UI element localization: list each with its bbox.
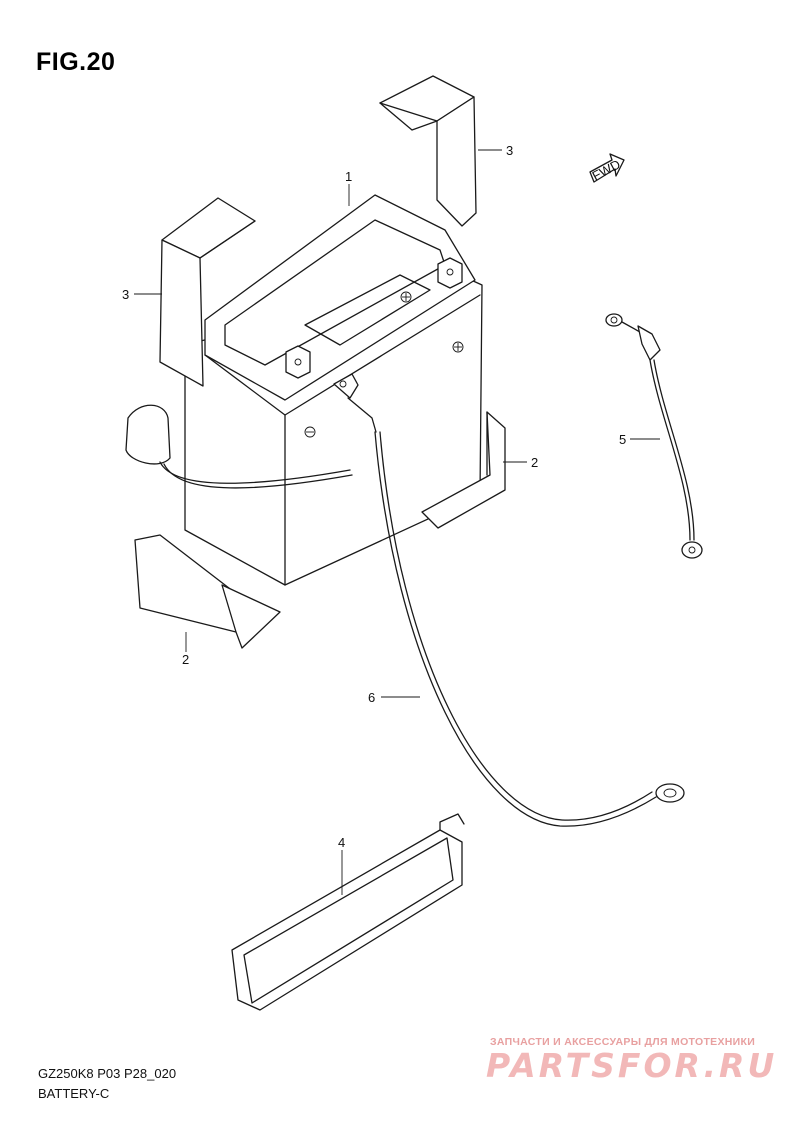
watermark-tagline: ЗАПЧАСТИ И АКСЕССУАРЫ ДЛЯ МОТОТЕХНИКИ	[490, 1036, 756, 1048]
callout-4: 4	[338, 835, 345, 850]
fwd-arrow-icon: FWD	[589, 153, 625, 184]
part-2-bracket-right[interactable]	[421, 411, 506, 529]
part-2-bracket-left[interactable]	[134, 534, 281, 649]
callout-2-right: 2	[531, 455, 538, 470]
callout-3-upper: 3	[506, 143, 513, 158]
leader-lines	[134, 149, 660, 895]
callout-6: 6	[368, 690, 375, 705]
figure-title: FIG.20	[36, 48, 116, 76]
battery-vent-hose[interactable]	[125, 404, 353, 489]
model-code-label: GZ250K8 P03 P28_020	[38, 1066, 177, 1081]
callout-5: 5	[619, 432, 626, 447]
callout-2-left: 2	[182, 652, 189, 667]
fwd-label: FWD	[590, 156, 623, 183]
part-3-pad-left[interactable]	[159, 197, 256, 387]
part-3-pad-upper[interactable]	[379, 75, 477, 227]
callout-3-left: 3	[122, 287, 129, 302]
part-6-battery-cable[interactable]	[333, 373, 685, 827]
part-5-cable-lead[interactable]	[605, 313, 703, 559]
callout-1: 1	[345, 169, 352, 184]
section-label: BATTERY-C	[38, 1086, 110, 1101]
part-4-battery-strap[interactable]	[231, 813, 465, 1011]
watermark-logo: PARTSFOR.RU	[486, 1046, 778, 1085]
